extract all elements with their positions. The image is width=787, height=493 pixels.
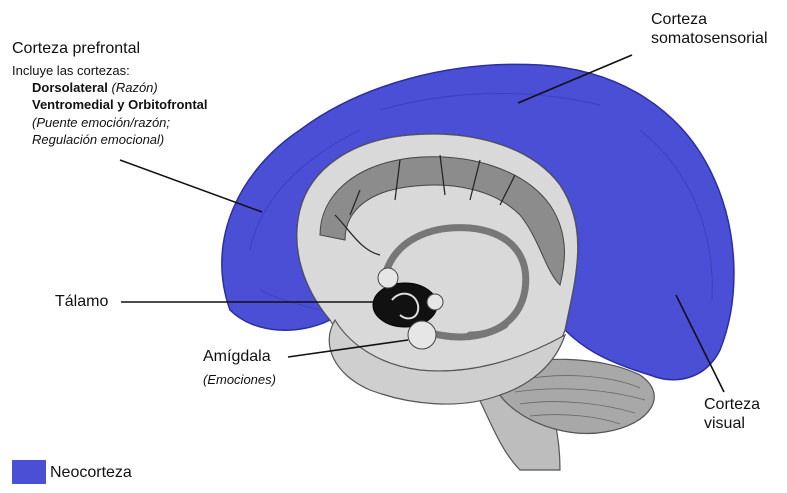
visual-line1: Corteza <box>704 396 760 415</box>
thalamus-label: Tálamo <box>55 293 108 312</box>
prefrontal-title: Corteza prefrontal <box>12 40 140 59</box>
prefrontal-note-2: Regulación emocional) <box>32 132 164 147</box>
dorsolateral-note: (Razón) <box>112 80 158 95</box>
amygdala-note: (Emociones) <box>203 372 276 387</box>
dorsolateral-label: Dorsolateral <box>32 80 108 95</box>
legend-label: Neocorteza <box>50 464 132 482</box>
nucleus <box>427 294 443 310</box>
legend-swatch <box>12 460 46 484</box>
mammillary-body <box>378 268 398 288</box>
amygdala <box>408 321 436 349</box>
somatosensory-line2: somatosensorial <box>651 30 768 49</box>
somatosensory-line1: Corteza <box>651 11 707 30</box>
visual-line2: visual <box>704 415 745 434</box>
prefrontal-includes: Incluye las cortezas: <box>12 63 130 78</box>
amygdala-label: Amígdala <box>203 348 271 367</box>
prefrontal-note-1: (Puente emoción/razón; <box>32 115 170 130</box>
dorsolateral-line: Dorsolateral (Razón) <box>32 80 158 95</box>
ventromedial-label: Ventromedial y Orbitofrontal <box>32 97 208 112</box>
